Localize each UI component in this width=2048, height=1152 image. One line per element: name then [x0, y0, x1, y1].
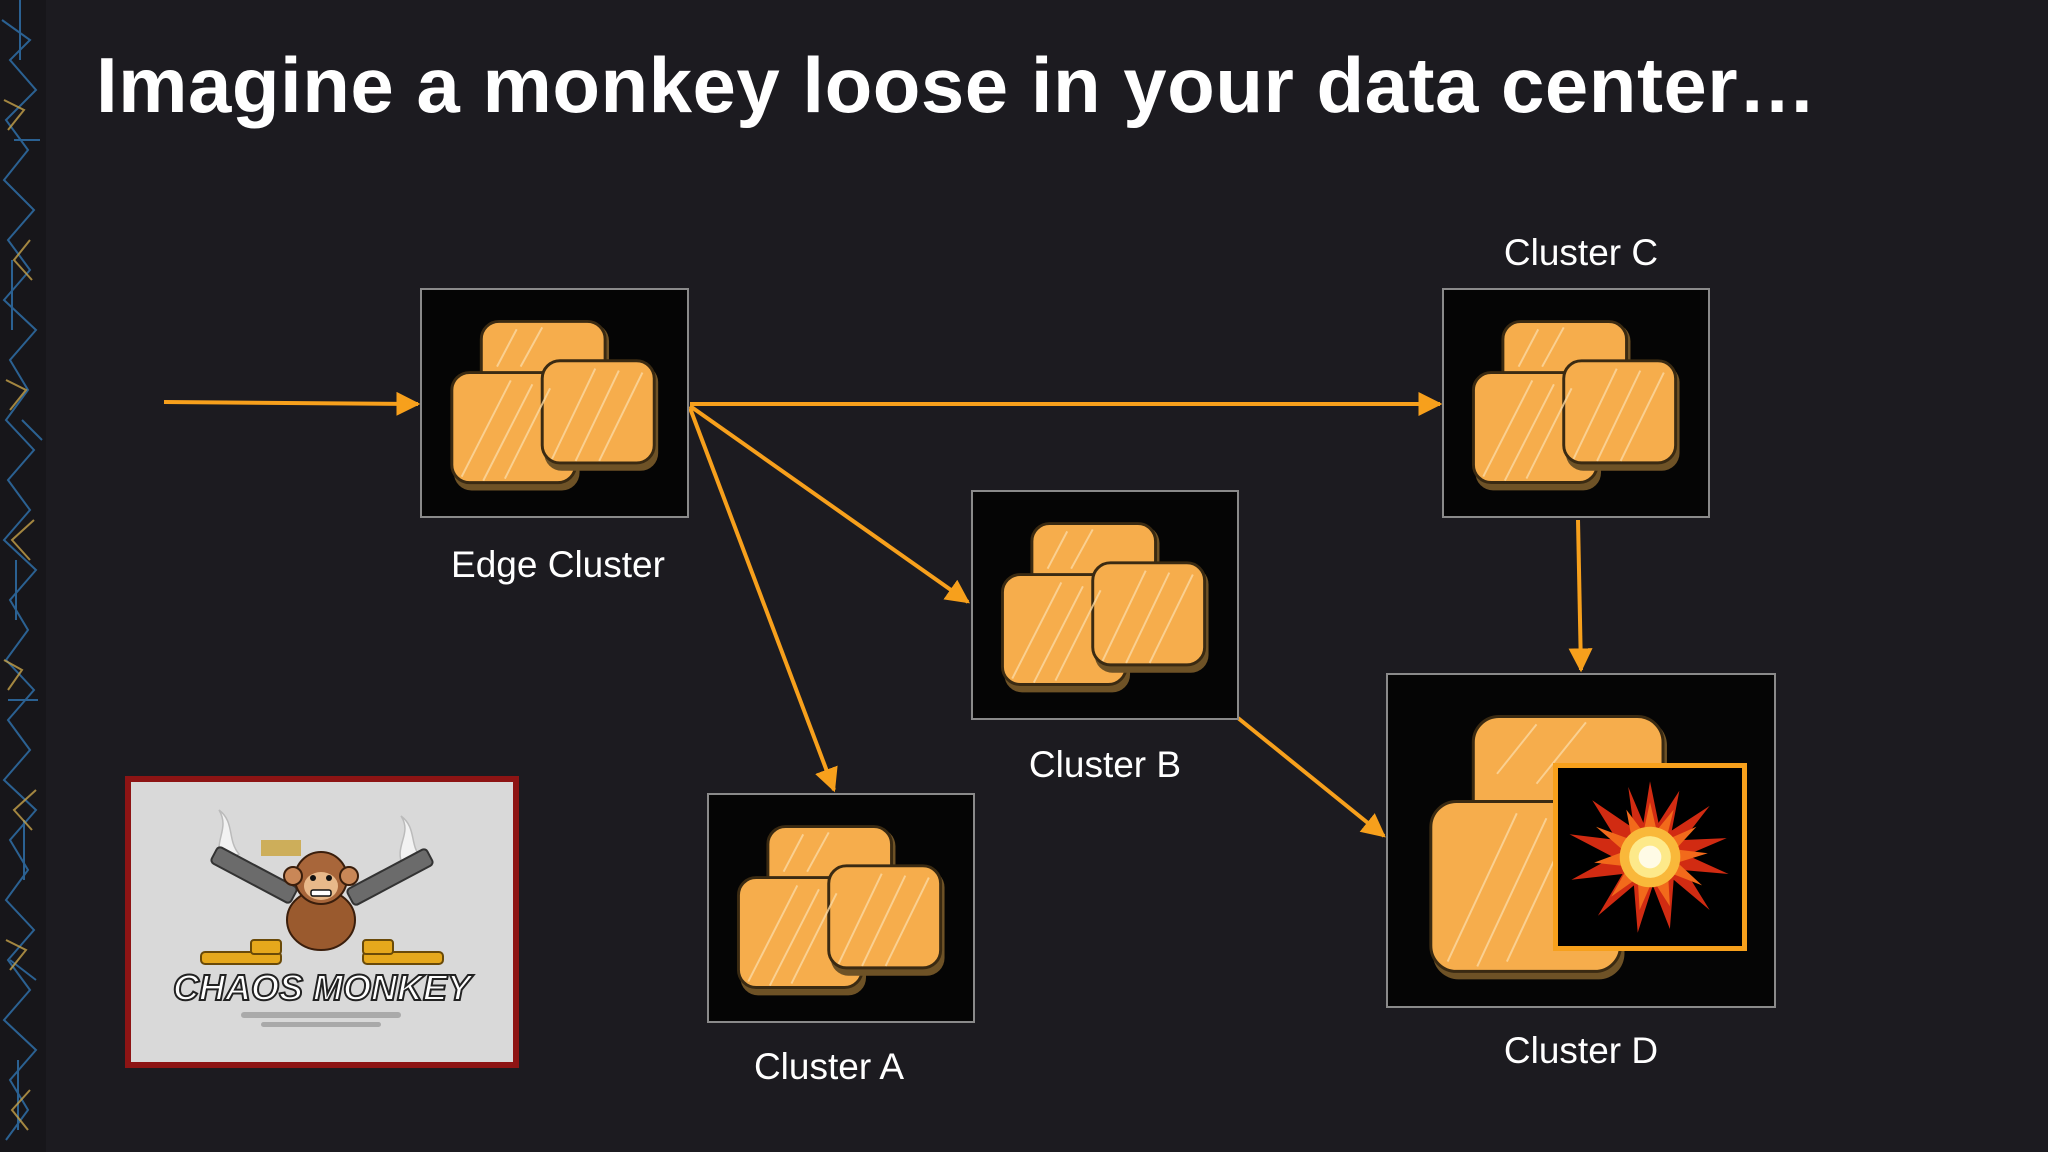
cluster-tiles-icon	[1471, 320, 1682, 492]
arrow-edge-to-cluster-a	[688, 407, 838, 793]
edge-cluster-node	[420, 288, 689, 518]
cluster-tiles-icon	[450, 319, 660, 492]
edge-cluster-label: Edge Cluster	[451, 544, 665, 585]
cluster-a-node	[707, 793, 975, 1023]
chaos-monkey-logo: CHAOS MONKEY	[125, 776, 519, 1068]
cluster-c-node	[1442, 288, 1710, 518]
cluster-a-label: Cluster A	[753, 1046, 905, 1087]
arrow-cluster-c-to-cluster-d	[1568, 519, 1593, 673]
cluster-c-label: Cluster C	[1503, 232, 1659, 273]
failure-explosion	[1553, 763, 1747, 951]
cluster-b-node	[971, 490, 1239, 720]
cluster-tiles-icon	[736, 825, 947, 997]
arrow-incoming-edge	[163, 391, 421, 416]
explosion-icon	[1558, 768, 1742, 946]
cluster-b-label: Cluster B	[1028, 744, 1182, 785]
cluster-d-label: Cluster D	[1503, 1030, 1659, 1071]
cluster-tiles-icon	[1000, 522, 1211, 694]
arrow-cluster-b-to-cluster-d	[1236, 716, 1386, 838]
chaos-monkey-wordmark: CHAOS MONKEY	[173, 967, 474, 1008]
arrow-edge-to-cluster-b	[688, 404, 970, 604]
circuit-decoration	[0, 0, 46, 1152]
slide-title: Imagine a monkey loose in your data cent…	[96, 41, 1817, 129]
